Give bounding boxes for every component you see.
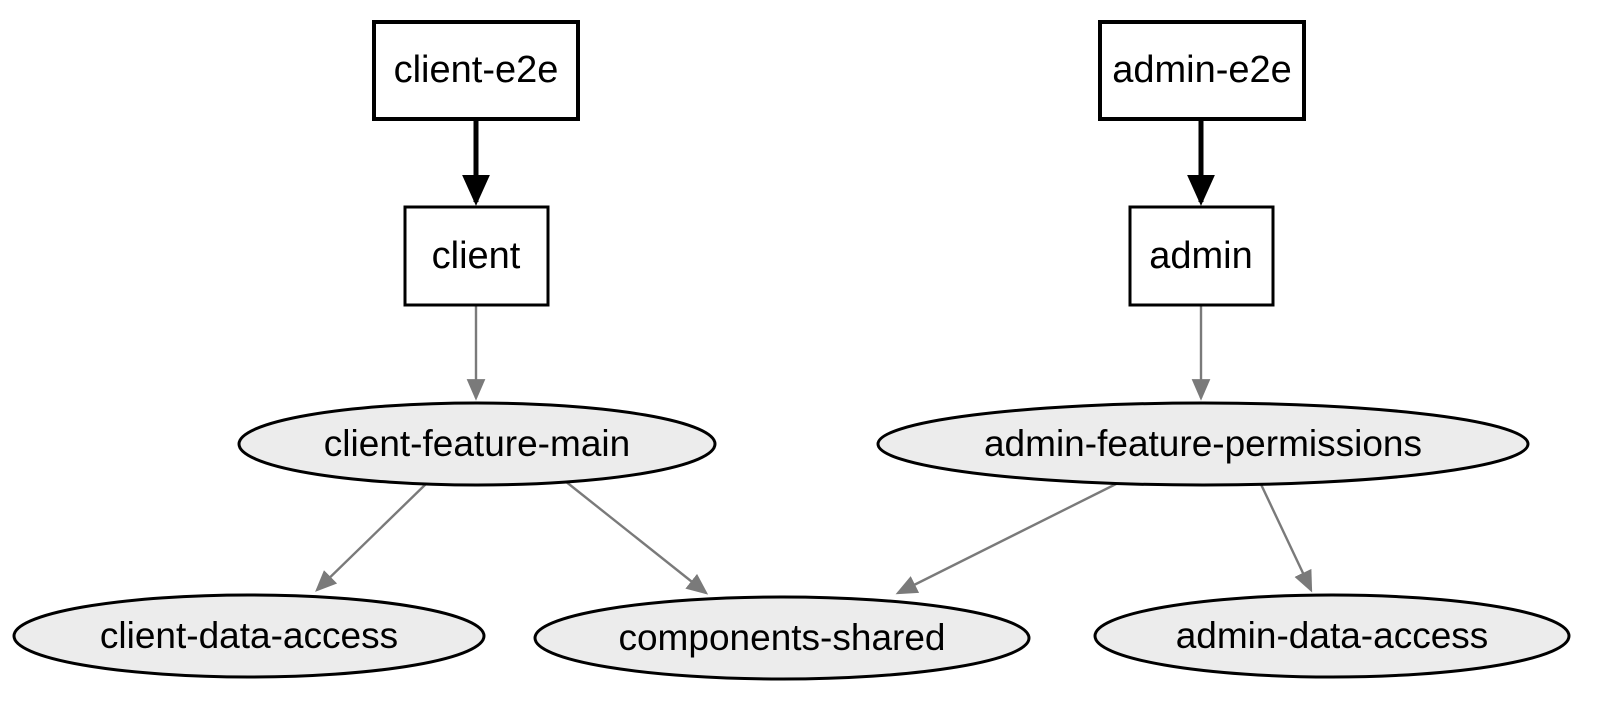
node-client-e2e-shape[interactable]: [372, 20, 580, 121]
edge-layer: [315, 119, 1313, 595]
node-admin[interactable]: admin: [1128, 205, 1275, 307]
node-client-shape[interactable]: [403, 205, 550, 307]
node-admin-feature-permissions[interactable]: admin-feature-permissions: [876, 401, 1530, 487]
node-admin-e2e[interactable]: admin-e2e: [1098, 20, 1306, 121]
edge-client-feature-main-to-client-data-access: [315, 480, 430, 592]
node-admin-data-access[interactable]: admin-data-access: [1093, 593, 1571, 679]
node-client-data-access-label: client-data-access: [100, 615, 398, 656]
node-admin-data-access-label: admin-data-access: [1176, 615, 1489, 656]
node-components-shared-shape[interactable]: [533, 595, 1031, 681]
edge-admin-feature-permissions-to-admin-data-access: [1256, 477, 1313, 593]
node-client[interactable]: client: [403, 205, 550, 307]
edge-client-feature-main-to-components-shared: [559, 476, 709, 595]
edge-admin-feature-permissions-to-components-shared: [895, 479, 1123, 595]
node-client-label: client: [432, 235, 521, 277]
node-client-e2e[interactable]: client-e2e: [372, 20, 580, 121]
node-admin-e2e-label: admin-e2e: [1112, 49, 1292, 91]
node-client-data-access[interactable]: client-data-access: [12, 593, 486, 679]
node-layer: client-e2e admin-e2e client admin client…: [12, 20, 1571, 681]
node-client-feature-main[interactable]: client-feature-main: [237, 401, 717, 487]
node-admin-feature-permissions-shape[interactable]: [876, 401, 1530, 487]
node-admin-shape[interactable]: [1128, 205, 1275, 307]
node-client-e2e-label: client-e2e: [394, 49, 559, 91]
node-client-data-access-shape[interactable]: [12, 593, 486, 679]
node-client-feature-main-label: client-feature-main: [324, 423, 630, 464]
node-client-feature-main-shape[interactable]: [237, 401, 717, 487]
node-admin-e2e-shape[interactable]: [1098, 20, 1306, 121]
node-admin-feature-permissions-label: admin-feature-permissions: [984, 423, 1422, 464]
node-admin-label: admin: [1149, 235, 1253, 277]
node-components-shared-label: components-shared: [618, 617, 945, 658]
node-admin-data-access-shape[interactable]: [1093, 593, 1571, 679]
node-components-shared[interactable]: components-shared: [533, 595, 1031, 681]
